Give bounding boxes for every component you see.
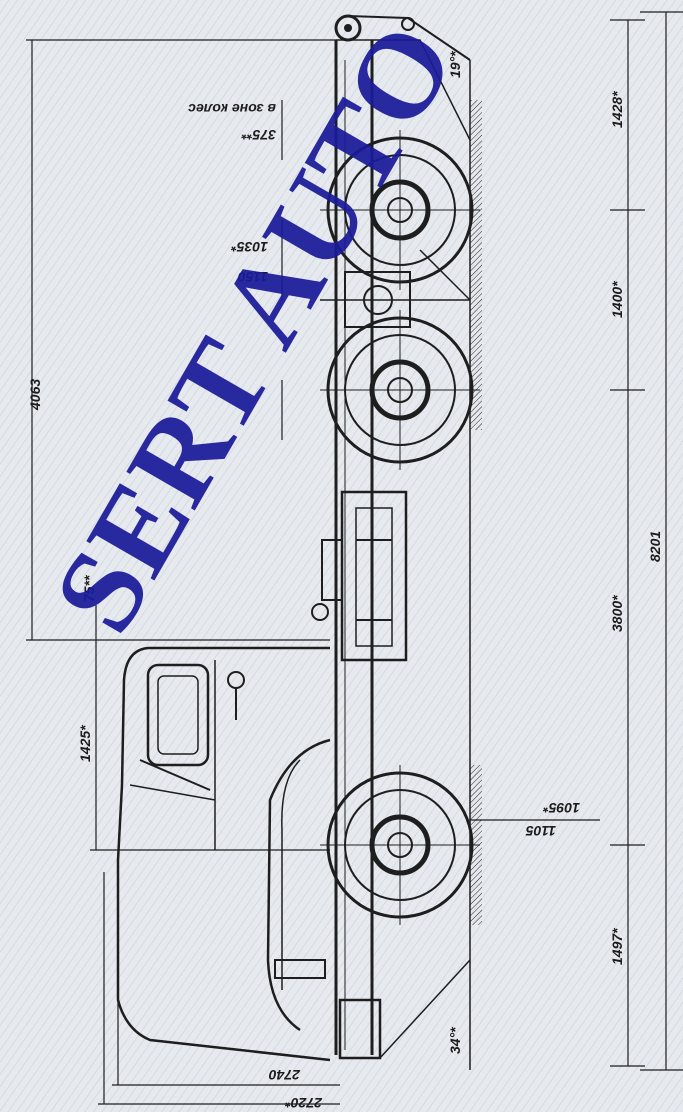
front-bumper [338, 959, 471, 1060]
dim-departure-angle: 19°* [447, 51, 463, 78]
dim-front-overhang: 1497* [609, 928, 625, 965]
dim-front-track-1: 2740 [269, 1067, 301, 1083]
rear-wheel-2 [320, 310, 480, 470]
dim-rear-overhang: 1428* [609, 91, 625, 128]
bogie-suspension [320, 249, 471, 328]
dim-front-track-2: 2720* [285, 1095, 323, 1111]
rear-hook [334, 14, 471, 141]
dim-overall-height: 4063 [27, 379, 43, 411]
dimension-labels: 8201 1497* 3800* 1400* 1428* 4063 75** 1… [27, 51, 663, 1111]
dim-total-length: 8201 [647, 531, 663, 562]
dim-rear-clearance-2: 1150 [238, 269, 268, 285]
dim-approach-angle: 34°* [447, 1027, 463, 1054]
hood [266, 738, 331, 1032]
dim-wheel-zone-height: 375** [241, 127, 276, 143]
rear-wheel-1 [320, 130, 480, 290]
fuel-tank [311, 490, 408, 662]
dim-front-clearance-1: 1095* [543, 800, 580, 816]
dim-cab-height: 1425* [77, 725, 93, 762]
dimension-lines [26, 11, 683, 1105]
cab [116, 646, 331, 1062]
dim-bogie-base: 1400* [609, 281, 625, 318]
dim-wheelbase: 3800* [609, 595, 625, 632]
dim-wheel-zone-note: в зоне колес [188, 101, 276, 117]
front-wheel [320, 765, 480, 925]
dim-rear-clearance-1: 1035* [231, 239, 268, 255]
dim-front-clearance-2: 1105 [526, 823, 556, 839]
dim-frame-height: 75** [81, 575, 97, 602]
